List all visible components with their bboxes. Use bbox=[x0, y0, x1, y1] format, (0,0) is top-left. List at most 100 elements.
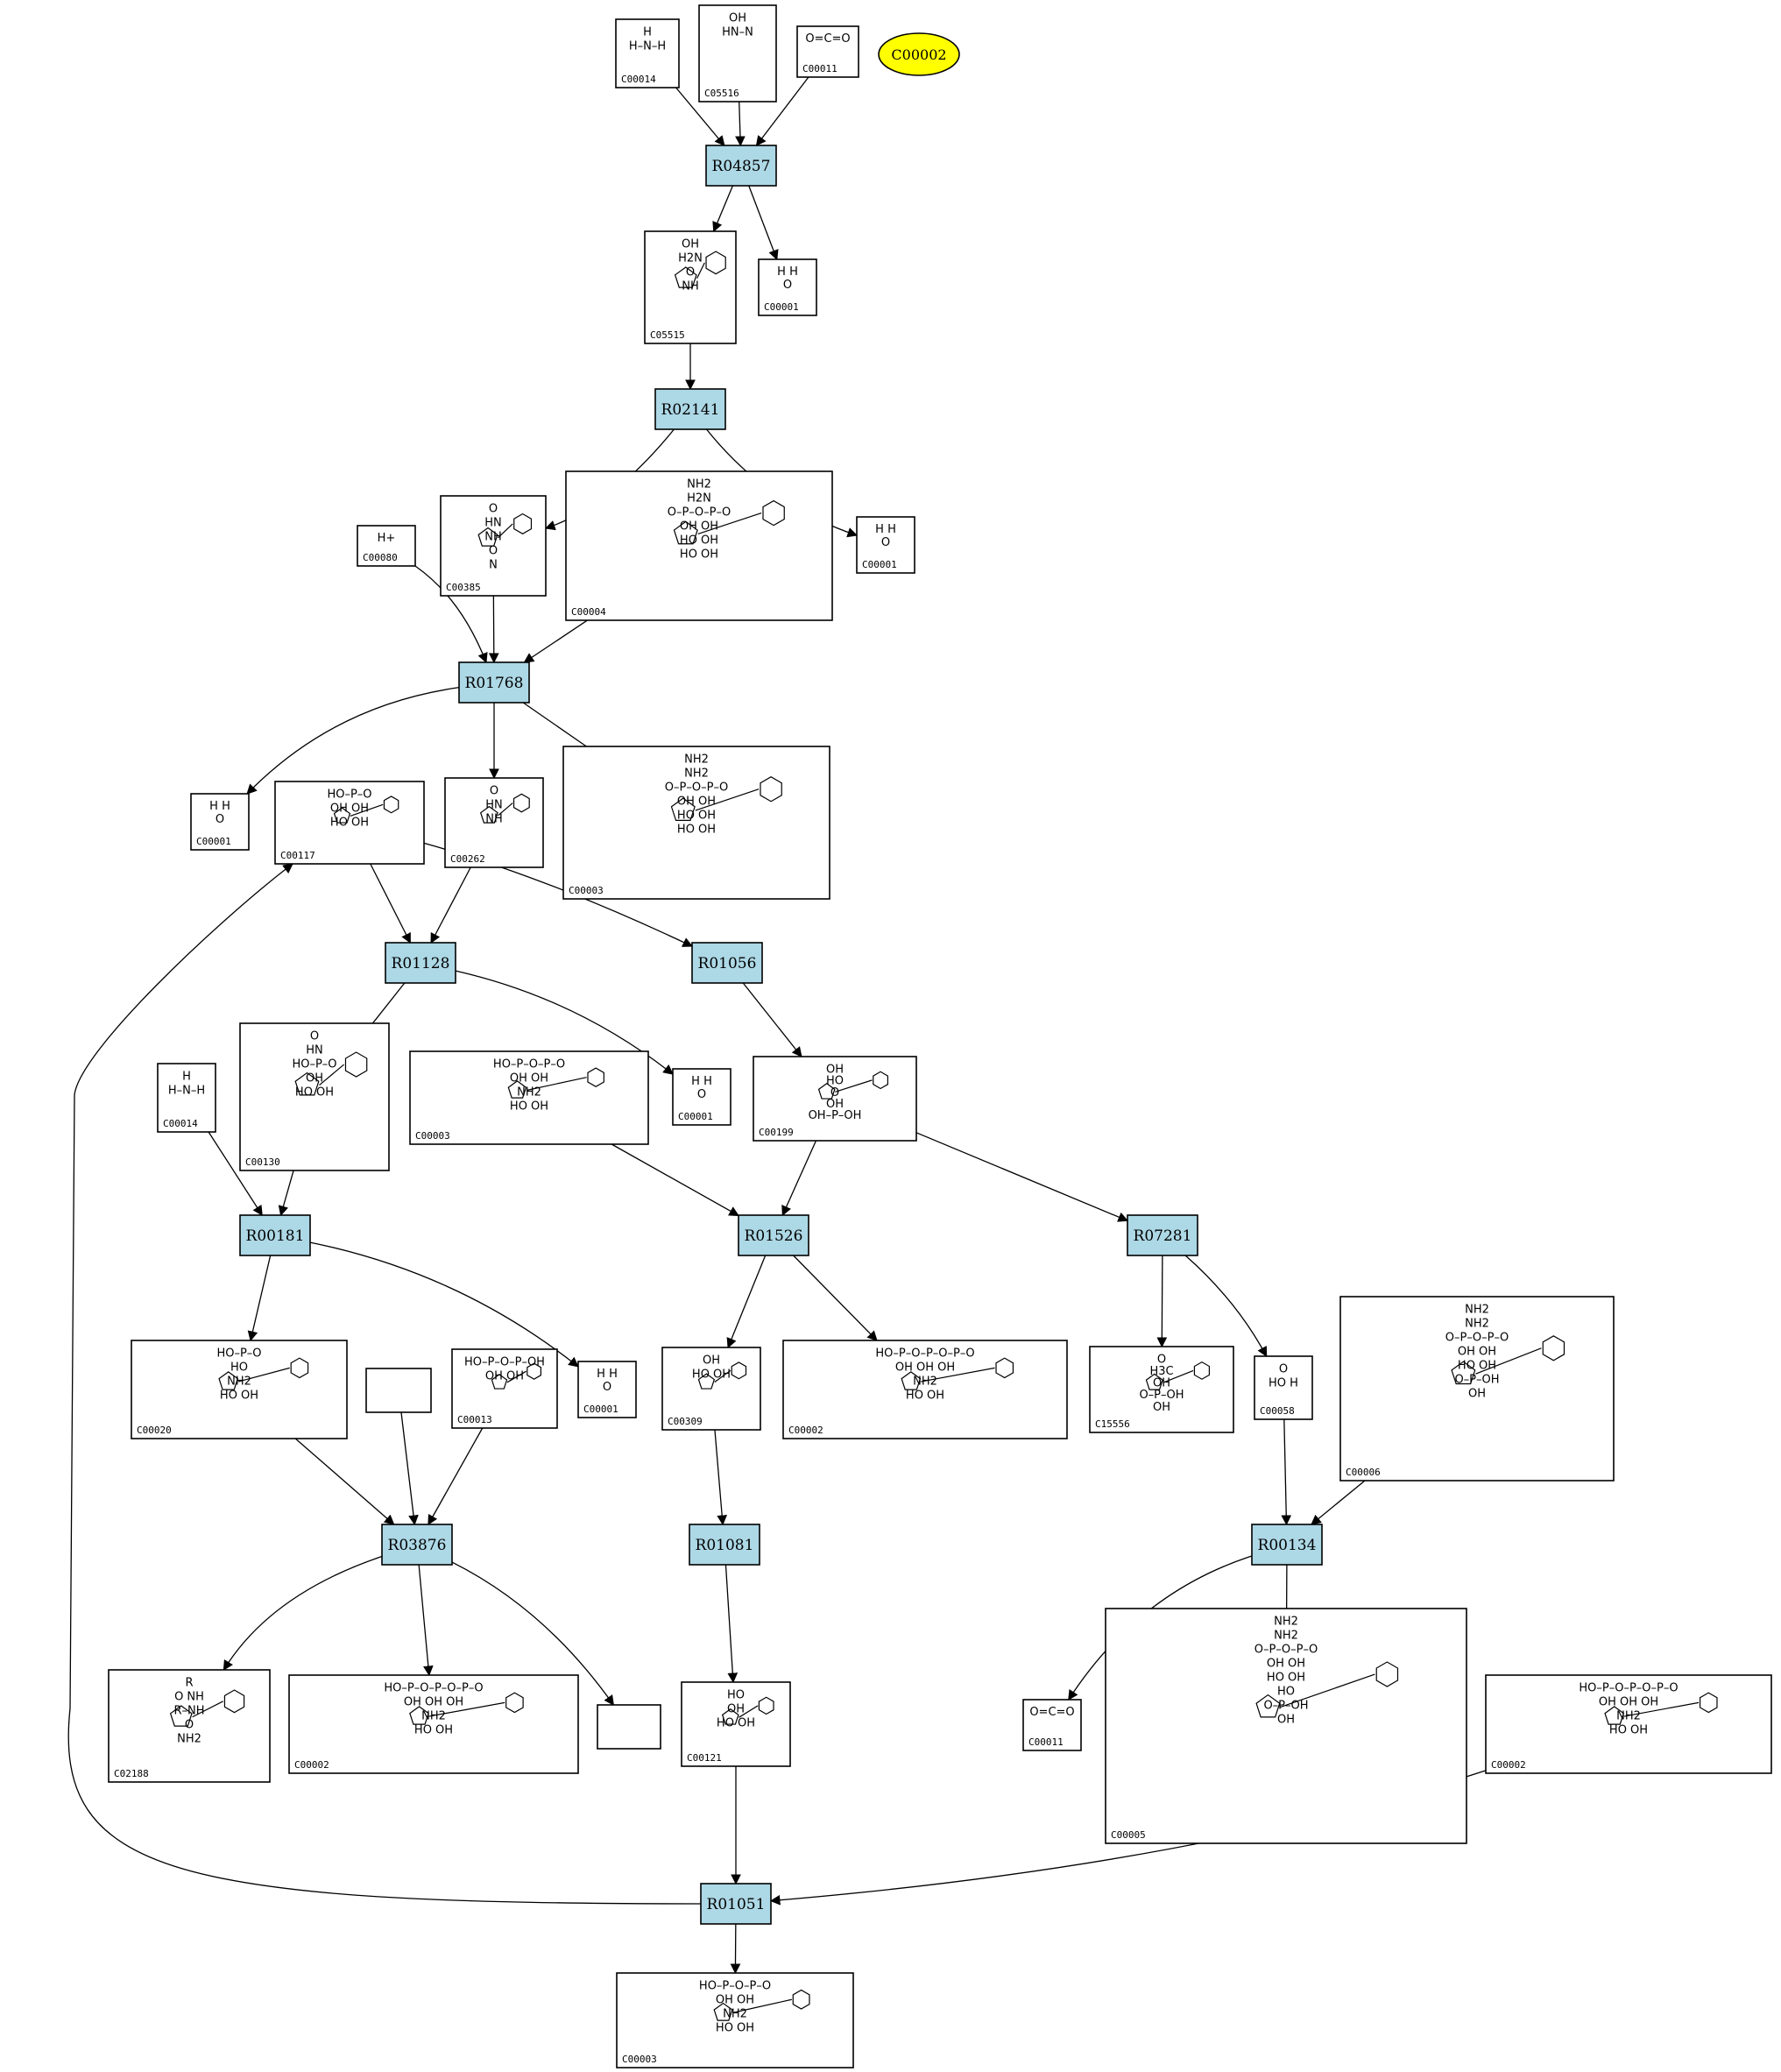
reaction-R01128[interactable]: R01128 bbox=[385, 942, 456, 984]
structure-fragment: OH bbox=[826, 1098, 844, 1111]
bond-line bbox=[695, 788, 760, 811]
reaction-R01768[interactable]: R01768 bbox=[458, 661, 530, 704]
compound-unknown[interactable] bbox=[597, 1704, 661, 1750]
highlight-compound[interactable]: C00002 bbox=[878, 32, 960, 76]
reaction-R02141[interactable]: R02141 bbox=[654, 388, 726, 430]
structure-fragment: OH OH bbox=[680, 520, 718, 533]
structure-fragment: OH bbox=[826, 1063, 844, 1076]
edge-r12-c11-loop bbox=[67, 863, 702, 1905]
structure-fragment: OH bbox=[1277, 1713, 1295, 1726]
compound-id-label: C00309 bbox=[668, 1416, 703, 1427]
ribose-ring-shape bbox=[507, 1080, 527, 1099]
edge-c12-r4 bbox=[430, 866, 471, 944]
reaction-R01526[interactable]: R01526 bbox=[738, 1214, 809, 1256]
reaction-label: R01768 bbox=[465, 675, 524, 692]
structure-fragment: NH2 bbox=[684, 767, 709, 780]
compound-box bbox=[597, 1704, 661, 1750]
structure-fragment: HO OH bbox=[717, 1716, 755, 1729]
compound-id-label: C00001 bbox=[196, 836, 231, 847]
compound-id-label: C00014 bbox=[621, 74, 656, 85]
reaction-R03876[interactable]: R03876 bbox=[381, 1524, 453, 1566]
structure-fragment: N bbox=[489, 558, 498, 571]
structure-fragment: HO–P–O–P–O bbox=[699, 1979, 771, 1992]
reaction-R00134[interactable]: R00134 bbox=[1251, 1524, 1323, 1566]
structure-fragment: R bbox=[185, 1676, 193, 1689]
compound-C00080[interactable]: H+C00080 bbox=[357, 525, 416, 567]
structure-fragment: HO H bbox=[1269, 1376, 1298, 1390]
edge-c16-r7 bbox=[611, 1143, 740, 1217]
base-ring-shape bbox=[792, 1989, 810, 2010]
compound-C00014[interactable]: HH–N–H C00014 bbox=[615, 18, 680, 88]
base-ring-shape bbox=[512, 793, 530, 813]
structure-fragment: HO OH bbox=[906, 1389, 944, 1402]
structure-fragment: O bbox=[603, 1381, 611, 1394]
reaction-R01056[interactable]: R01056 bbox=[691, 942, 763, 984]
compound-id-label: C00013 bbox=[457, 1414, 492, 1425]
structure-fragment: O bbox=[489, 502, 498, 515]
reaction-R01051[interactable]: R01051 bbox=[700, 1883, 772, 1925]
reaction-R00181[interactable]: R00181 bbox=[239, 1214, 311, 1256]
edge-c6-r3 bbox=[414, 565, 488, 664]
structure-fragment: HN bbox=[485, 798, 503, 811]
compound-box bbox=[1105, 1608, 1467, 1844]
reaction-R04857[interactable]: R04857 bbox=[705, 145, 777, 187]
structure-fragment: H–N–H bbox=[629, 39, 666, 53]
structure-fragment: O–P–O–P–O bbox=[665, 781, 728, 794]
compound-id-label: C00001 bbox=[764, 301, 799, 313]
reaction-R07281[interactable]: R07281 bbox=[1127, 1214, 1198, 1256]
structure-fragment: O bbox=[686, 265, 695, 279]
compound-box bbox=[615, 18, 680, 88]
structure-fragment: OH bbox=[703, 1354, 720, 1367]
structure-fragment: O–P–OH bbox=[1139, 1389, 1184, 1402]
structure-fragment: OH OH bbox=[485, 1369, 524, 1383]
reaction-R01081[interactable]: R01081 bbox=[689, 1524, 760, 1566]
structure-fragment: OH OH bbox=[716, 1993, 754, 2006]
structure-fragment: H2N bbox=[687, 491, 711, 505]
bond-line bbox=[1623, 1701, 1700, 1717]
structure-fragment: HO OH bbox=[220, 1389, 258, 1402]
structure-fragment: H H bbox=[597, 1368, 618, 1381]
structure-fragment: OH OH OH bbox=[895, 1361, 955, 1374]
compound-box bbox=[672, 1068, 731, 1126]
structure-fragment: H2N bbox=[678, 251, 703, 265]
structure-fragment: H bbox=[643, 25, 652, 39]
structure-fragment: NH2 bbox=[1465, 1303, 1489, 1316]
edge-r6-c22 bbox=[309, 1241, 579, 1368]
bond-line bbox=[714, 1369, 731, 1383]
structure-fragment: HO OH bbox=[680, 548, 718, 561]
compound-box bbox=[288, 1674, 579, 1774]
structure-fragment: OH OH bbox=[677, 795, 716, 808]
compound-unknown[interactable] bbox=[365, 1368, 432, 1413]
